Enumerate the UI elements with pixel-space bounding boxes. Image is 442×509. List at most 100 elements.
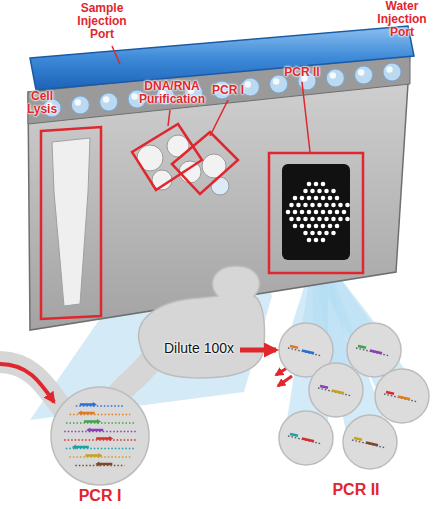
array-well xyxy=(314,210,319,215)
pcr1-chamber: PCR I xyxy=(50,386,150,486)
blister-row xyxy=(43,63,401,117)
node-label: PCR I xyxy=(40,487,160,505)
primer-arrow xyxy=(97,419,101,424)
template-strand xyxy=(318,388,352,396)
array-well xyxy=(310,189,315,194)
array-plate xyxy=(282,164,350,260)
array-well xyxy=(303,203,308,208)
array-well xyxy=(307,196,312,201)
node-label: PCR I xyxy=(198,84,258,97)
pcr2-box-outline xyxy=(268,152,364,274)
array-well xyxy=(335,210,340,215)
primer xyxy=(320,386,328,388)
purification-box: DNA/RNA Purification xyxy=(128,120,206,194)
array-well xyxy=(303,231,308,236)
primer xyxy=(84,420,98,423)
template-strand xyxy=(64,439,136,440)
node-label: PCR II xyxy=(262,66,342,79)
array-well xyxy=(338,217,343,222)
array-well xyxy=(321,210,326,215)
array-well xyxy=(289,217,294,222)
node-label: Dilute 100x xyxy=(158,341,240,356)
red-outline xyxy=(132,124,202,190)
primer xyxy=(332,391,344,394)
primer xyxy=(75,446,89,449)
array-well xyxy=(335,224,340,229)
primer xyxy=(81,412,95,415)
array-well xyxy=(317,217,322,222)
blister-highlight xyxy=(103,96,109,102)
array-well xyxy=(303,217,308,222)
node-label: Cell Lysis xyxy=(18,90,66,116)
array-well xyxy=(314,182,319,187)
array-well xyxy=(321,182,326,187)
array-well xyxy=(335,196,340,201)
pcr2-wells: PCR II xyxy=(276,318,436,478)
pcr1-box-outline xyxy=(168,126,242,198)
array-well xyxy=(331,189,336,194)
array-well xyxy=(345,203,350,208)
primer-arrow xyxy=(98,453,102,458)
port-label: Sample Injection Port xyxy=(70,2,134,42)
blister xyxy=(241,78,259,96)
reaction-well xyxy=(279,411,333,465)
template-strand xyxy=(384,394,418,402)
pcr1-box: PCR I xyxy=(168,126,242,198)
primer xyxy=(366,443,378,446)
leader-line xyxy=(210,100,228,136)
array-well xyxy=(307,224,312,229)
array-well xyxy=(293,210,298,215)
template-strand xyxy=(64,431,136,432)
leader-line xyxy=(168,110,170,126)
array-well xyxy=(321,224,326,229)
primer xyxy=(302,439,314,442)
template-strand xyxy=(356,348,390,356)
pcr-well xyxy=(211,177,229,195)
primer xyxy=(358,346,366,348)
primer xyxy=(386,392,394,394)
blister xyxy=(326,69,344,87)
primer-arrow xyxy=(72,445,76,450)
array-well xyxy=(300,196,305,201)
flow-arrow xyxy=(240,348,276,353)
array-well xyxy=(310,203,315,208)
array-well xyxy=(310,217,315,222)
array-well xyxy=(324,189,329,194)
array-well xyxy=(317,231,322,236)
array-well xyxy=(303,189,308,194)
primer xyxy=(89,429,103,432)
blister-highlight xyxy=(75,99,81,105)
reaction-well xyxy=(309,363,363,417)
array-well xyxy=(286,210,291,215)
flow-arrow xyxy=(278,376,292,386)
red-outline xyxy=(172,132,238,194)
template-strand xyxy=(352,440,386,448)
blister-highlight xyxy=(273,78,279,84)
array-well xyxy=(314,196,319,201)
array-well xyxy=(345,217,350,222)
array-well xyxy=(328,210,333,215)
array-well xyxy=(317,203,322,208)
array-well xyxy=(310,231,315,236)
leader-line xyxy=(112,46,120,64)
inlet-channel xyxy=(0,362,62,408)
array-well xyxy=(293,196,298,201)
array-well xyxy=(331,203,336,208)
port-label: Water Injection Port xyxy=(370,0,434,40)
array-well xyxy=(331,217,336,222)
pcr2-box: PCR II xyxy=(268,152,364,274)
primer xyxy=(398,397,410,400)
red-outline xyxy=(269,153,363,273)
primer-arrow xyxy=(93,402,97,407)
primer-arrow xyxy=(86,428,90,433)
primer xyxy=(80,403,94,406)
array-well xyxy=(328,196,333,201)
template-strand xyxy=(70,414,131,415)
array-well xyxy=(314,238,319,243)
blister xyxy=(100,93,118,111)
cell-lysis-box: Cell Lysis xyxy=(38,126,104,320)
template-strand xyxy=(76,405,124,406)
array-well xyxy=(296,203,301,208)
array-well xyxy=(307,182,312,187)
